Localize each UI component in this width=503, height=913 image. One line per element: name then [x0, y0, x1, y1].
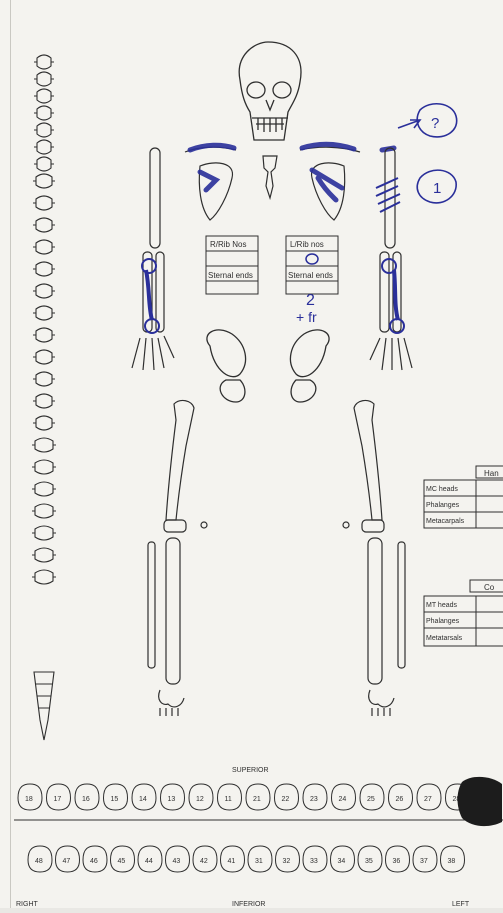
lower-tooth-number: 48 [35, 858, 43, 865]
upper-tooth-number: 18 [25, 796, 33, 803]
teeth-footer-right: RIGHT [16, 901, 39, 908]
right-arm [132, 148, 174, 370]
lower-tooth-number: 35 [365, 858, 373, 865]
upper-tooth-number: 17 [54, 796, 62, 803]
pen-circle-rib [306, 254, 318, 264]
skull [239, 42, 301, 140]
teeth-footer-inferior: INFERIOR [232, 901, 265, 908]
rib-table-left-row2: Sternal ends [288, 271, 333, 280]
sheet-edge [10, 0, 11, 908]
teeth-footer-left: LEFT [452, 901, 470, 908]
rib-table-left-row1: L/Rib nos [290, 240, 324, 249]
lower-tooth-number: 34 [338, 858, 346, 865]
hand-row-1: MC heads [426, 486, 458, 493]
lower-tooth-number: 47 [63, 858, 71, 865]
foot-row-2: Phalanges [426, 618, 460, 625]
vertebra [34, 55, 54, 69]
upper-tooth-number: 23 [310, 796, 318, 803]
lower-tooth-number: 44 [145, 858, 153, 865]
scribbled-tooth-mark [458, 777, 503, 826]
upper-tooth-number: 24 [339, 796, 347, 803]
foot-table-title: Co [484, 583, 495, 592]
hand-row-2: Phalanges [426, 502, 460, 509]
upper-tooth-number: 27 [424, 796, 432, 803]
vertebra [34, 72, 54, 86]
pelvis [207, 330, 329, 402]
foot-row-3: Metatarsals [426, 635, 463, 642]
sacrum [34, 672, 54, 740]
vertebra [32, 438, 56, 452]
upper-teeth-row: 18171615141312112122232425262728 [18, 784, 470, 810]
lower-tooth-number: 33 [310, 858, 318, 865]
vertebra [33, 174, 55, 188]
upper-tooth-number: 22 [282, 796, 290, 803]
pen-marks-arms [142, 178, 404, 333]
lower-tooth-number: 43 [173, 858, 181, 865]
vertebra [33, 328, 55, 342]
annotation-question-mark: ? [431, 115, 439, 132]
vertebra [32, 548, 56, 562]
vertebra [34, 157, 54, 171]
upper-tooth-number: 25 [367, 796, 375, 803]
vertebra [33, 196, 55, 210]
right-leg [148, 401, 207, 716]
vertebra [34, 106, 54, 120]
annotation-question [398, 104, 457, 137]
hand-row-3: Metacarpals [426, 518, 465, 525]
upper-tooth-number: 15 [111, 796, 119, 803]
upper-tooth-number: 12 [196, 796, 204, 803]
vertebra [33, 306, 55, 320]
upper-tooth-number: 16 [82, 796, 90, 803]
rib-table-right-row2: Sternal ends [208, 271, 253, 280]
left-leg [343, 401, 405, 716]
lower-tooth-number: 41 [228, 858, 236, 865]
vertebral-column [32, 55, 56, 740]
vertebra [33, 394, 55, 408]
teeth-superior-label: SUPERIOR [232, 767, 269, 774]
rib-note: + fr [296, 309, 317, 325]
lower-tooth-number: 31 [255, 858, 263, 865]
vertebra [33, 416, 55, 430]
vertebra [33, 284, 55, 298]
lower-tooth-number: 45 [118, 858, 126, 865]
lower-tooth-number: 37 [420, 858, 428, 865]
vertebra [32, 504, 56, 518]
foot-row-1: MT heads [426, 602, 457, 609]
vertebra [33, 350, 55, 364]
annotation-one-mark: 1 [433, 180, 441, 197]
upper-tooth-number: 26 [396, 796, 404, 803]
upper-tooth-number: 11 [225, 796, 232, 803]
vertebra [33, 262, 55, 276]
lower-tooth-number: 46 [90, 858, 98, 865]
vertebra [34, 89, 54, 103]
upper-tooth-number: 13 [168, 796, 176, 803]
vertebra [33, 372, 55, 386]
vertebra [34, 140, 54, 154]
upper-tooth-number: 21 [253, 796, 261, 803]
rib-table-right-row1: R/Rib Nos [210, 240, 246, 249]
hand-table-title: Han [484, 469, 499, 478]
vertebra [32, 570, 56, 584]
vertebra [32, 526, 56, 540]
lower-tooth-number: 38 [448, 858, 456, 865]
lower-teeth-row: 48 47 46 45 44 43 42 41 31 32 33 34 35 36 37 38 [28, 846, 465, 872]
upper-tooth-number: 14 [139, 796, 147, 803]
vertebra [33, 218, 55, 232]
pen-marks-shoulder [190, 144, 394, 200]
lower-tooth-number: 32 [283, 858, 291, 865]
vertebra [32, 482, 56, 496]
lower-tooth-number: 36 [393, 858, 401, 865]
vertebra [32, 460, 56, 474]
vertebra [34, 123, 54, 137]
lower-tooth-number: 42 [200, 858, 208, 865]
rib-value: 2 [306, 292, 315, 309]
vertebra [33, 240, 55, 254]
